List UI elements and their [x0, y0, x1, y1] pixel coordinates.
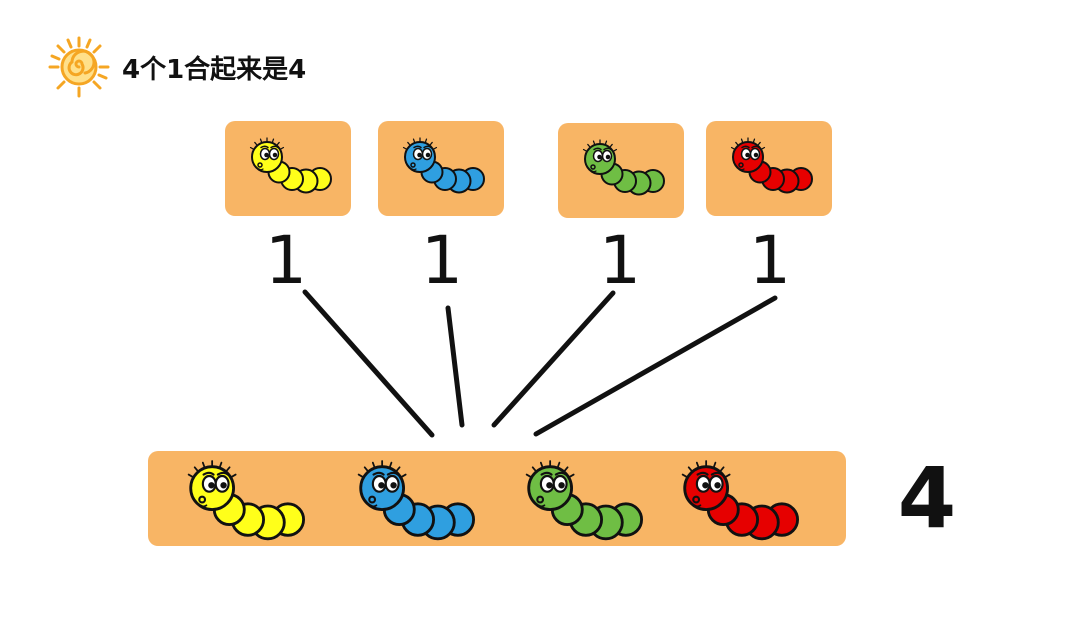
yellow-caterpillar-icon: [170, 451, 320, 551]
connector-line-4: [536, 298, 775, 434]
total-card: [148, 451, 846, 546]
green-caterpillar-icon: [508, 451, 658, 551]
total-number: 4: [887, 456, 967, 540]
blue-caterpillar-icon: [340, 451, 490, 551]
connector-line-1: [305, 292, 432, 435]
connector-line-2: [448, 308, 462, 425]
red-caterpillar-icon: [664, 451, 814, 551]
connector-line-3: [494, 293, 613, 425]
